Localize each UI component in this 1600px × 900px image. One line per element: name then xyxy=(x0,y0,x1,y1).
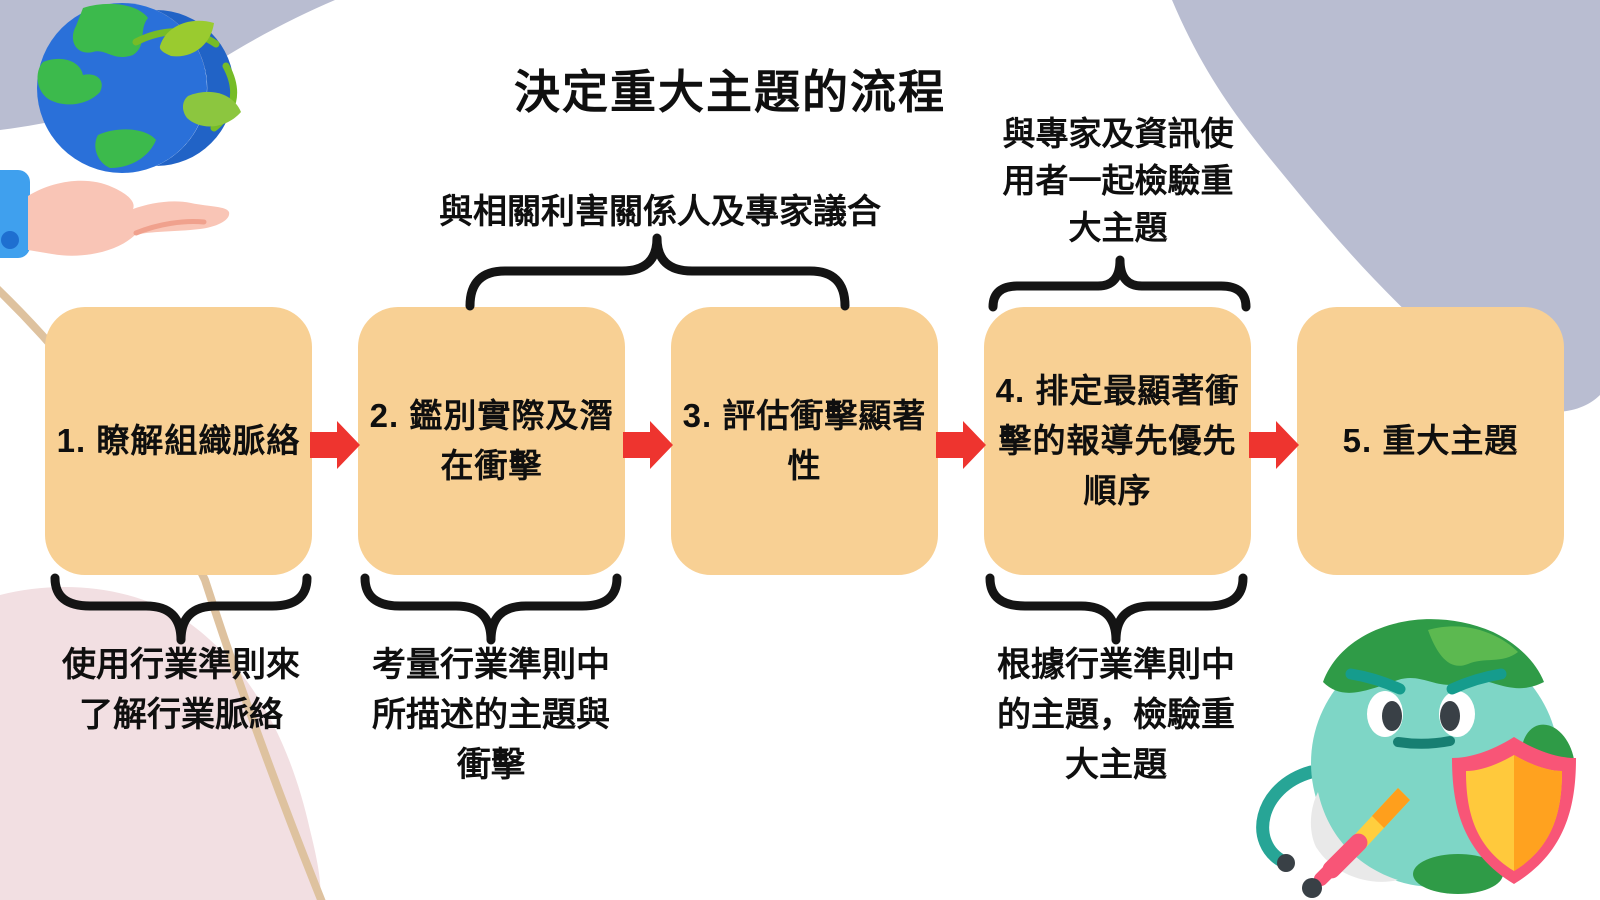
sword-pommel xyxy=(1302,878,1322,898)
left-pupil xyxy=(1382,701,1402,731)
shield-inner-right xyxy=(1514,755,1562,871)
leaf xyxy=(182,91,241,127)
step-2-label: 2. 鑑別實際及潛 在衝擊 xyxy=(369,397,614,484)
warrior-arm xyxy=(1256,765,1318,869)
continent xyxy=(72,3,148,57)
step-box-2: 2. 鑑別實際及潛 在衝擊 xyxy=(358,307,625,575)
step-3-label: 3. 評估衝擊顯著 性 xyxy=(682,397,927,484)
callout-sector-context: 使用行業準則來 了解行業脈絡 xyxy=(62,646,300,734)
angry-earth-with-sword-and-shield-icon xyxy=(1256,619,1576,898)
callout-engage-stakeholders: 與相關利害關係人及專家議合 xyxy=(439,193,881,231)
callout-sector-test: 根據行業準則中 的主題，檢驗重 大主題 xyxy=(997,646,1235,784)
finger-line xyxy=(133,219,207,236)
callout-test-with-experts: 與專家及資訊使 用者一起檢驗重 大主題 xyxy=(1002,115,1234,246)
mouth xyxy=(1393,736,1455,749)
right-pupil xyxy=(1440,701,1460,731)
step-box-3: 3. 評估衝擊顯著 性 xyxy=(671,307,938,575)
sword-blade-shade xyxy=(1372,788,1410,828)
continent xyxy=(95,129,156,168)
earth-with-leaves-in-hand-icon xyxy=(0,3,241,258)
step-box-5: 5. 重大主題 xyxy=(1297,307,1564,575)
left-eyebrow xyxy=(1345,668,1406,695)
warrior-continent-bottom xyxy=(1413,854,1503,894)
step-box-4: 4. 排定最顯著衝 擊的報導先優先 順序 xyxy=(984,307,1251,575)
arm-cap xyxy=(1277,854,1295,872)
step-4-label: 4. 排定最顯著衝 擊的報導先優先 順序 xyxy=(995,372,1240,509)
warrior-continent-light xyxy=(1428,626,1518,666)
sword-handle xyxy=(1313,857,1343,887)
step-box-1: 1. 瞭解組織脈絡 xyxy=(45,307,312,575)
callout-sector-topics: 考量行業準則中 所描述的主題與 衝擊 xyxy=(372,646,610,784)
pink-blob-bottom-left xyxy=(0,587,321,900)
page-title: 決定重大主題的流程 xyxy=(514,66,946,118)
open-hand xyxy=(28,180,230,256)
leaf xyxy=(159,20,214,57)
sleeve-button xyxy=(1,231,19,249)
continent xyxy=(37,58,102,105)
step-1-label: 1. 瞭解組織脈絡 xyxy=(56,422,301,459)
step-5-label: 5. 重大主題 xyxy=(1342,422,1519,459)
right-eyebrow xyxy=(1446,668,1507,695)
